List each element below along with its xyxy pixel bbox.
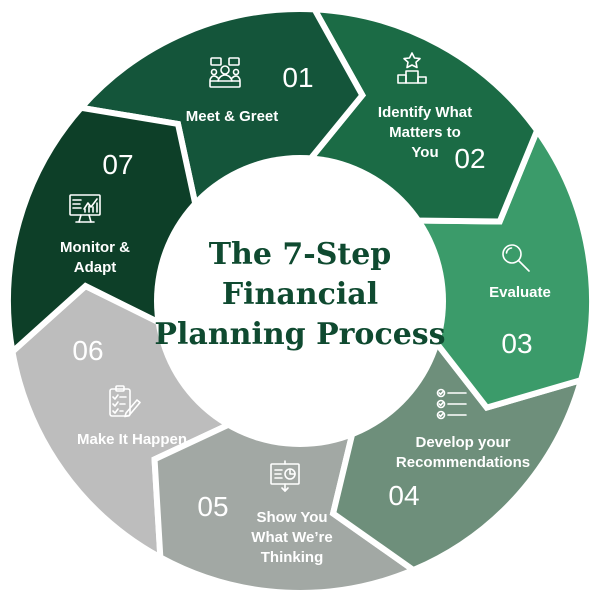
presentation-board-icon (270, 460, 300, 492)
step-05-label-line-2: What We’re (251, 529, 332, 546)
center-title-line-1: The 7-Step (209, 237, 392, 272)
step-02-label-line-3: You (411, 144, 438, 161)
step-02-number: 02 (454, 143, 485, 174)
step-02-label-line-1: Identify What (378, 104, 472, 121)
step-01-number: 01 (282, 62, 313, 93)
step-04-label-line-1: Develop your (415, 434, 510, 451)
monitor-chart-icon (69, 194, 101, 223)
step-07-number: 07 (102, 149, 133, 180)
step-07-label-line-2: Adapt (74, 259, 117, 276)
step-05-label-line-3: Thinking (261, 549, 324, 566)
step-02-label-line-2: Matters to (389, 124, 461, 141)
step-07-label-line-1: Monitor & (60, 239, 130, 256)
clipboard-pen-icon (109, 385, 141, 418)
step-04-number: 04 (388, 480, 419, 511)
step-06-number: 06 (72, 335, 103, 366)
wheel-icons (69, 52, 530, 492)
step-06-label-line-1: Make It Happen (77, 431, 187, 448)
step-03-number: 03 (501, 328, 532, 359)
center-title-line-3: Planning Process (154, 317, 445, 352)
step-01-label-line-1: Meet & Greet (186, 108, 279, 125)
podium-star-icon (397, 52, 427, 84)
step-05-label-line-1: Show You (256, 509, 327, 526)
step-04-label-line-2: Recommendations (396, 454, 530, 471)
center-circle (154, 155, 446, 447)
step-05-number: 05 (197, 491, 228, 522)
checklist-icon (436, 388, 467, 420)
center-title: The 7-Step Financial Planning Process (154, 237, 445, 352)
magnifier-icon (502, 244, 530, 272)
step-03-label-line-1: Evaluate (489, 284, 551, 301)
meeting-people-icon (209, 57, 241, 88)
center-title-line-2: Financial (222, 277, 378, 312)
